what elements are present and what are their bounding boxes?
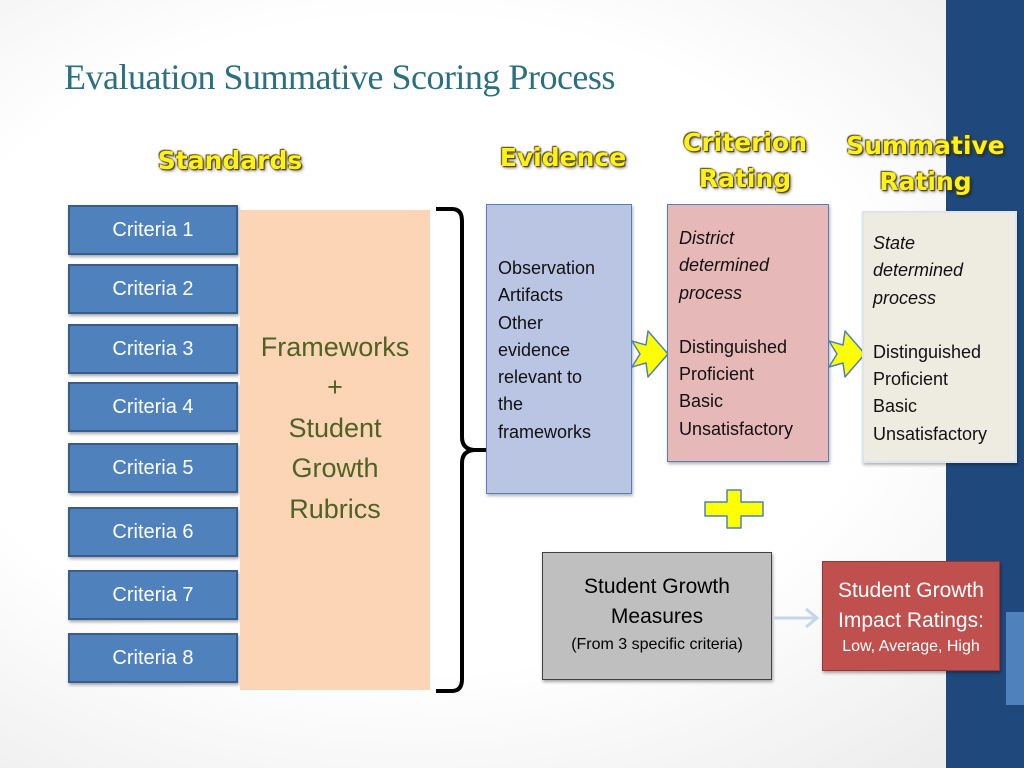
rating-level: Unsatisfactory (679, 418, 794, 439)
student-growth-impact-box: Student Growth Impact Ratings: Low, Aver… (822, 561, 1000, 671)
impact-title-line: Impact Ratings: (838, 609, 984, 632)
evidence-line: frameworks (498, 421, 592, 442)
summative-header-line1: Summative (846, 131, 1005, 160)
light-blue-arrow-right-icon (774, 607, 820, 629)
criterion-header-line2: Rating (698, 164, 792, 194)
frameworks-line: Student (288, 412, 382, 443)
measures-title-line: Measures (610, 605, 704, 628)
criterion-rating-header: Criterion Rating (660, 125, 830, 198)
impact-title: Student Growth Impact Ratings: (838, 576, 984, 636)
rating-level: Basic (679, 391, 724, 412)
frameworks-rubrics-box: Frameworks + Student Growth Rubrics (240, 210, 430, 690)
yellow-block-arrow-right-icon (828, 330, 866, 378)
criteria-7-box: Criteria 7 (68, 570, 238, 620)
evidence-line: evidence (498, 339, 571, 360)
district-line: process (679, 282, 743, 303)
rating-level: Distinguished (679, 336, 788, 357)
state-line: process (873, 287, 937, 308)
summative-rating-header: Summative Rating (838, 128, 1013, 201)
district-line: determined (679, 255, 770, 276)
rating-level: Proficient (679, 364, 755, 385)
measures-subtitle: (From 3 specific criteria) (571, 636, 743, 653)
criterion-header-line1: Criterion (682, 128, 808, 157)
evidence-header: Evidence (499, 143, 627, 172)
criteria-6-box: Criteria 6 (68, 507, 238, 557)
evidence-line: relevant to (498, 367, 583, 388)
frameworks-text: Frameworks + Student Growth Rubrics (261, 327, 410, 530)
rating-level: Proficient (873, 369, 949, 390)
standards-header: Standards (157, 146, 303, 175)
criteria-8-box: Criteria 8 (68, 633, 238, 683)
state-line: determined (873, 260, 964, 281)
measures-title: Student Growth Measures (576, 572, 738, 632)
frameworks-line: Rubrics (289, 493, 381, 524)
summative-rating-box: State determined process Distinguished P… (862, 211, 1017, 463)
slide-title: Evaluation Summative Scoring Process (64, 57, 615, 97)
rating-level: Distinguished (873, 341, 982, 362)
criterion-rating-box: District determined process Distinguishe… (667, 204, 829, 462)
impact-subtitle: Low, Average, High (842, 638, 980, 655)
yellow-block-arrow-right-icon (631, 330, 669, 378)
criteria-1-box: Criteria 1 (68, 205, 238, 255)
frameworks-plus: + (327, 372, 343, 403)
criteria-4-box: Criteria 4 (68, 382, 238, 432)
rating-level: Basic (873, 396, 918, 417)
criteria-5-box: Criteria 5 (68, 443, 238, 493)
evidence-line: Observation (498, 258, 596, 278)
evidence-line: the (498, 394, 524, 415)
impact-title-line: Student Growth (838, 579, 984, 602)
summative-header-line2: Rating (879, 167, 972, 197)
evidence-box: Observation Artifacts Other evidence rel… (486, 204, 632, 494)
student-growth-measures-box: Student Growth Measures (From 3 specific… (542, 552, 772, 680)
frameworks-line: Growth (291, 453, 379, 484)
evidence-line: Other (498, 312, 544, 333)
right-brace-icon (436, 207, 492, 693)
rating-level: Unsatisfactory (873, 423, 988, 444)
side-band-accent (1006, 612, 1024, 705)
criteria-2-box: Criteria 2 (68, 264, 238, 314)
frameworks-line: Frameworks (260, 331, 410, 362)
state-line: State (873, 233, 916, 253)
district-line: District (679, 228, 734, 248)
evidence-line: Artifacts (498, 285, 564, 306)
yellow-plus-icon (704, 489, 764, 529)
criteria-3-box: Criteria 3 (68, 324, 238, 374)
measures-title-line: Student Growth (584, 575, 730, 598)
